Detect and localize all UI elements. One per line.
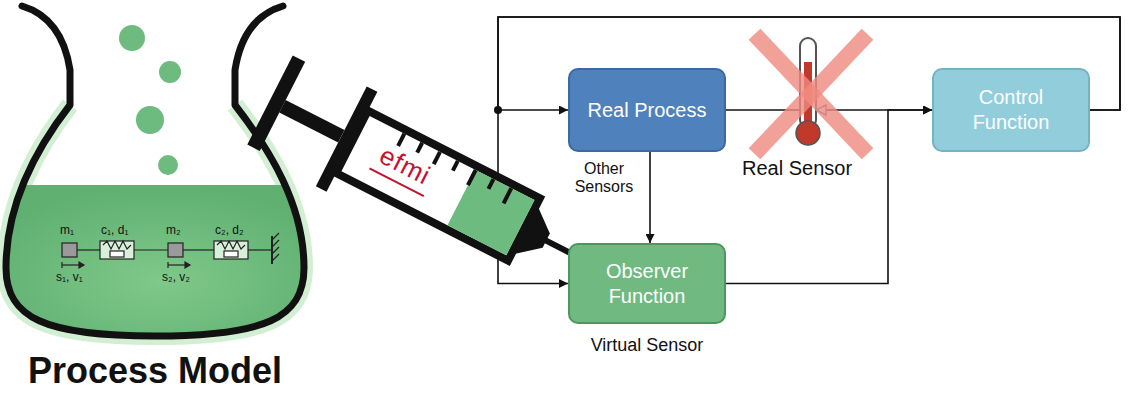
mass-spring-schematic — [62, 233, 279, 268]
syringe — [245, 50, 608, 309]
process-box: Real Process — [568, 68, 726, 152]
box-label: Observer Function — [578, 259, 716, 309]
mass-label: m₁ — [60, 224, 74, 238]
box-caption: Virtual Sensor — [591, 334, 704, 357]
thermometer-symbol — [760, 38, 862, 148]
junction-dot — [494, 106, 502, 114]
logo-text: efmi — [369, 139, 439, 197]
figure-title: Process Model — [28, 350, 282, 391]
mass-label: m₂ — [166, 224, 181, 238]
state-label: s₁, v₁ — [56, 271, 83, 285]
box-label: Control Function — [942, 85, 1080, 135]
flask — [0, 6, 320, 345]
spring-damper-label: c₁, d₁ — [101, 224, 128, 238]
observer-box: Observer FunctionVirtual Sensor — [568, 243, 726, 324]
spring-damper-label: c₂, d₂ — [215, 224, 244, 238]
sensor-label: Real Sensor — [742, 157, 852, 180]
connector — [726, 110, 932, 284]
box-label: Real Process — [588, 98, 707, 123]
edge-label: Other Sensors — [566, 160, 642, 197]
control-box: Control Function — [932, 68, 1090, 152]
state-label: s₂, v₂ — [162, 271, 190, 285]
connector — [649, 152, 651, 243]
